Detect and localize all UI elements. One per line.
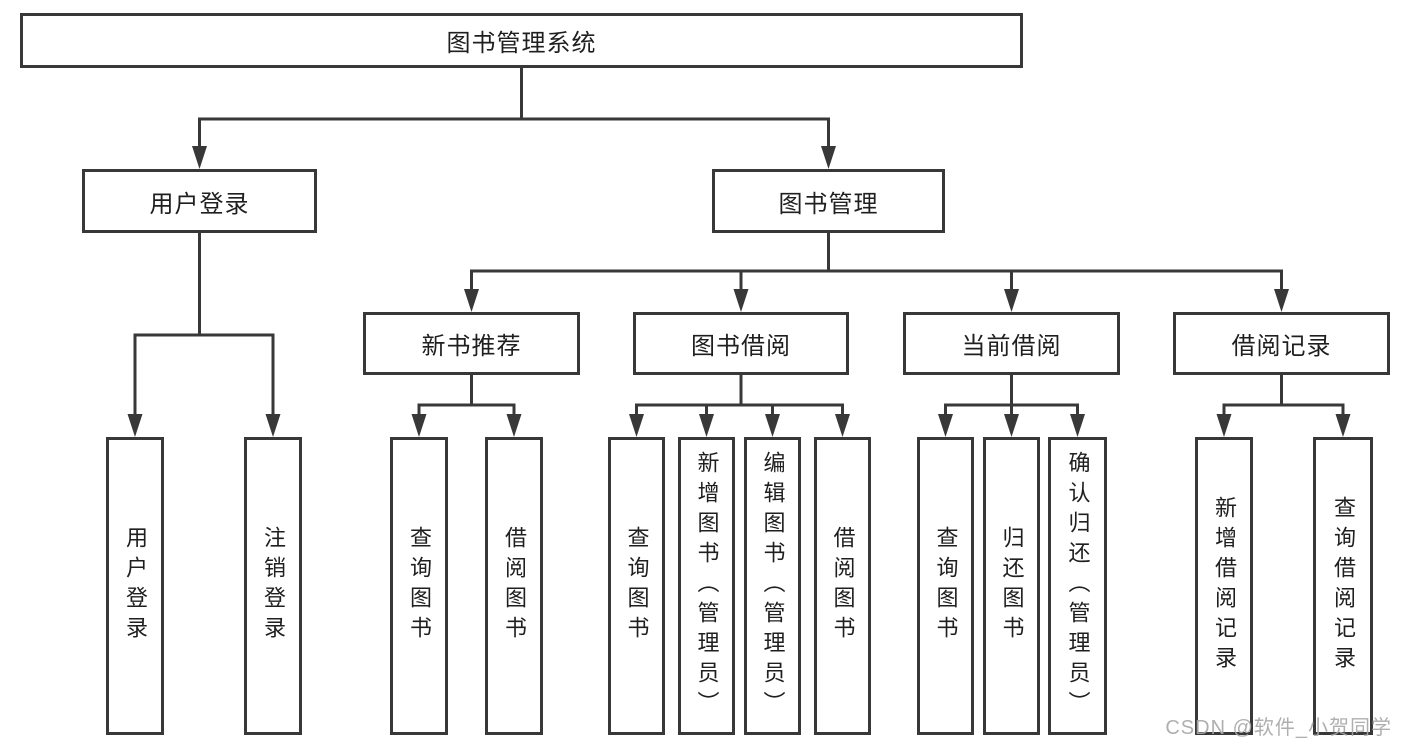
node-borrow-books-recommend: 借阅图书 (485, 437, 543, 735)
node-add-borrow-record: 新增借阅记录 (1195, 437, 1253, 735)
node-leaf-logout: 注销登录 (244, 437, 302, 735)
node-query-borrow-record: 查询借阅记录 (1313, 437, 1373, 735)
node-borrowing-records: 借阅记录 (1173, 312, 1390, 375)
node-library-management-system: 图书管理系统 (20, 13, 1023, 68)
watermark-text: CSDN @软件_小贺同学 (1165, 717, 1392, 739)
node-new-book-recommend: 新书推荐 (363, 312, 580, 375)
node-edit-books-admin: 编辑图书（管理员） (744, 437, 801, 735)
node-add-books-admin: 新增图书（管理员） (678, 437, 735, 735)
node-query-books-recommend: 查询图书 (390, 437, 448, 735)
node-confirm-return-admin: 确认归还（管理员） (1048, 437, 1107, 735)
node-current-borrowing: 当前借阅 (903, 312, 1120, 375)
node-query-books-current: 查询图书 (917, 437, 974, 735)
node-query-books-borrowing: 查询图书 (608, 437, 665, 735)
node-leaf-user-login: 用户登录 (106, 437, 164, 735)
node-borrow-books-borrowing: 借阅图书 (814, 437, 871, 735)
node-user-login: 用户登录 (82, 169, 317, 233)
node-book-borrowing: 图书借阅 (633, 312, 849, 375)
node-return-books: 归还图书 (983, 437, 1040, 735)
node-book-management: 图书管理 (712, 169, 945, 233)
